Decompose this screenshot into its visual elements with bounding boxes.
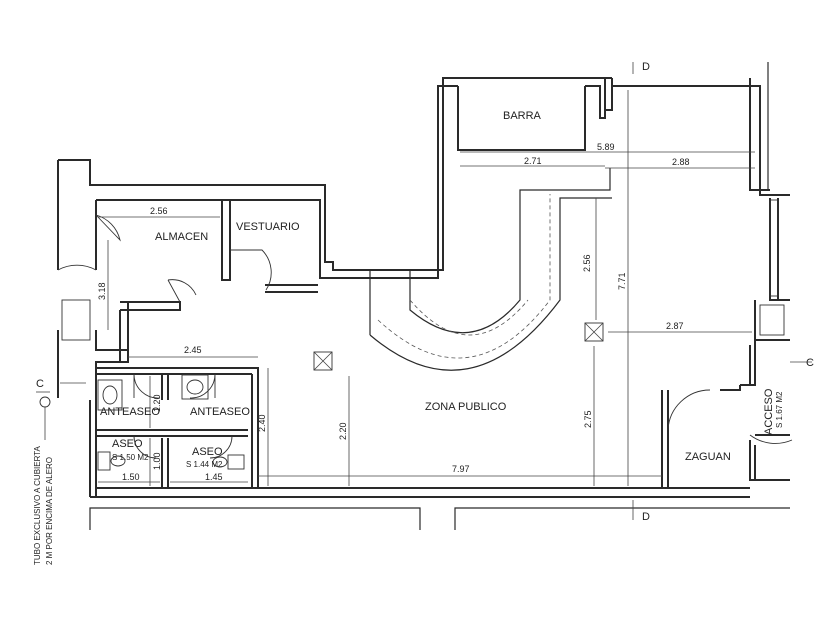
- dim-7-97: 7.97: [452, 464, 470, 474]
- room-label-aseo-1: ASEO: [112, 438, 143, 450]
- fixtures: [61, 299, 245, 471]
- section-lines: [36, 62, 812, 520]
- dim-7-71: 7.71: [617, 272, 627, 290]
- room-label-aseo-2: ASEO: [192, 446, 223, 458]
- room-area-aseo-1: S 1.50 M2: [112, 453, 149, 462]
- dim-1-50: 1.50: [122, 472, 140, 482]
- dim-2-56-top: 2.56: [150, 206, 168, 216]
- section-mark-c-left: C: [36, 378, 44, 390]
- dimension-lines: [98, 90, 755, 486]
- note-tubo-line2: 2 M POR ENCIMA DE ALERO: [45, 457, 54, 565]
- dim-2-56-vertical: 2.56: [582, 254, 592, 272]
- dim-5-89: 5.89: [597, 142, 615, 152]
- dim-2-20: 2.20: [338, 422, 348, 440]
- room-label-vestuario: VESTUARIO: [236, 221, 300, 233]
- dim-2-75: 2.75: [583, 410, 593, 428]
- room-label-anteaseo-1: ANTEASEO: [100, 406, 160, 418]
- room-label-acceso: ACCESO: [763, 388, 775, 435]
- room-label-zaguan: ZAGUAN: [685, 451, 731, 463]
- dim-2-87: 2.87: [666, 321, 684, 331]
- room-label-anteaseo-2: ANTEASEO: [190, 406, 250, 418]
- dim-2-88: 2.88: [672, 157, 690, 167]
- room-label-barra: BARRA: [503, 110, 542, 122]
- room-area-aseo-2: S 1.44 M2: [186, 460, 223, 469]
- room-label-zona-publico: ZONA PUBLICO: [425, 401, 507, 413]
- columns: [313, 199, 785, 371]
- interior-walls: [96, 200, 741, 488]
- bar-counter: [369, 168, 612, 371]
- dim-1-20: 1.20: [152, 394, 162, 412]
- section-mark-d-bottom: D: [642, 511, 650, 523]
- section-mark-c-right: C: [806, 357, 814, 369]
- dim-1-00: 1.00: [152, 452, 162, 470]
- dim-2-40: 2.40: [257, 414, 267, 432]
- doors: [57, 214, 793, 459]
- room-area-acceso: S 1.67 M2: [775, 391, 784, 428]
- dim-2-71: 2.71: [524, 156, 542, 166]
- room-label-almacen: ALMACEN: [155, 231, 208, 243]
- dim-3-18: 3.18: [97, 282, 107, 300]
- note-tubo-line1: TUBO EXCLUSIVO A CUBIERTA: [33, 445, 42, 565]
- section-mark-d-top: D: [642, 61, 650, 73]
- dim-1-45: 1.45: [205, 472, 223, 482]
- dim-2-45: 2.45: [184, 345, 202, 355]
- outer-walls: [57, 62, 790, 530]
